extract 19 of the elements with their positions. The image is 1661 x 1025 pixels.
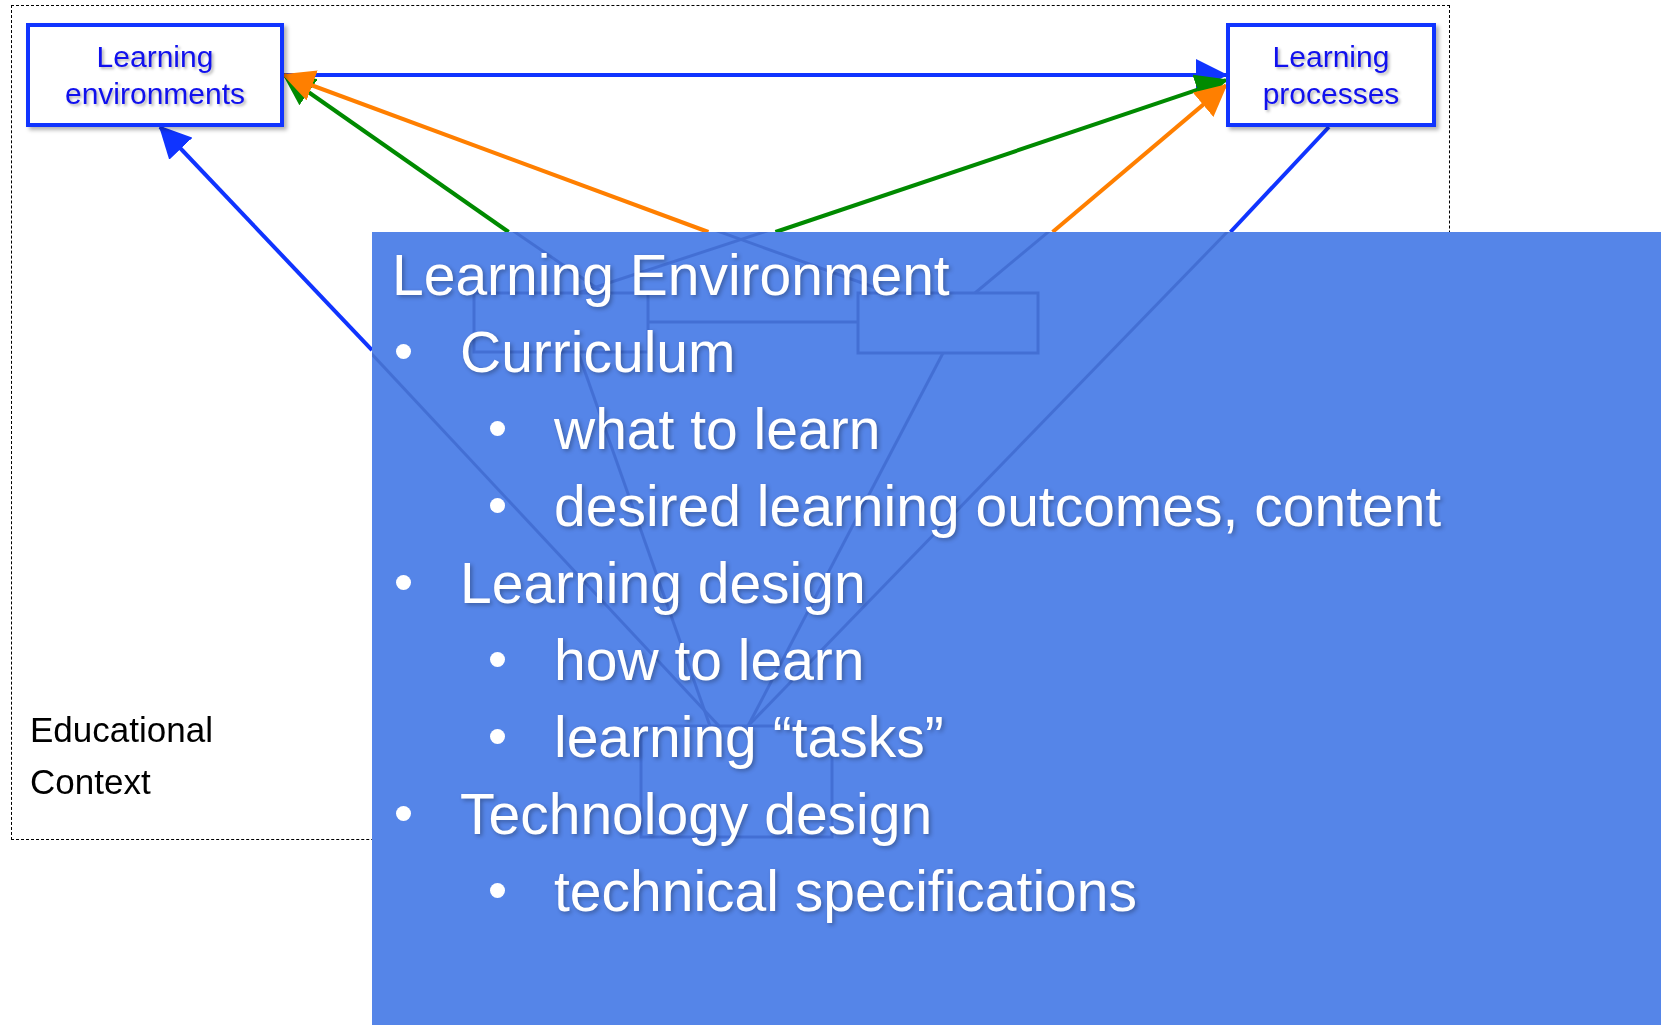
arrow (1051, 83, 1228, 234)
overlay-panel (372, 232, 1661, 1025)
concept-box (26, 23, 284, 127)
box-label: Learning environments (63, 39, 247, 112)
box-label: Learning processes (1261, 39, 1401, 112)
list-item: Learning design (460, 549, 866, 616)
arrow (158, 125, 374, 352)
list-item: desired learning outcomes, content (554, 472, 1442, 539)
list-item: Curriculum (460, 318, 736, 385)
arrow (774, 74, 1228, 234)
list-item: learning “tasks” (554, 703, 944, 770)
list-item: technical specifications (554, 857, 1137, 924)
list-item: what to learn (554, 395, 881, 462)
arrow (284, 59, 1228, 91)
panel-heading: Learning Environment (392, 241, 950, 308)
frame-label: Educational Context (30, 709, 214, 803)
concept-box (1226, 23, 1436, 127)
list-item: how to learn (554, 626, 865, 693)
list-item: Technology design (460, 780, 933, 847)
